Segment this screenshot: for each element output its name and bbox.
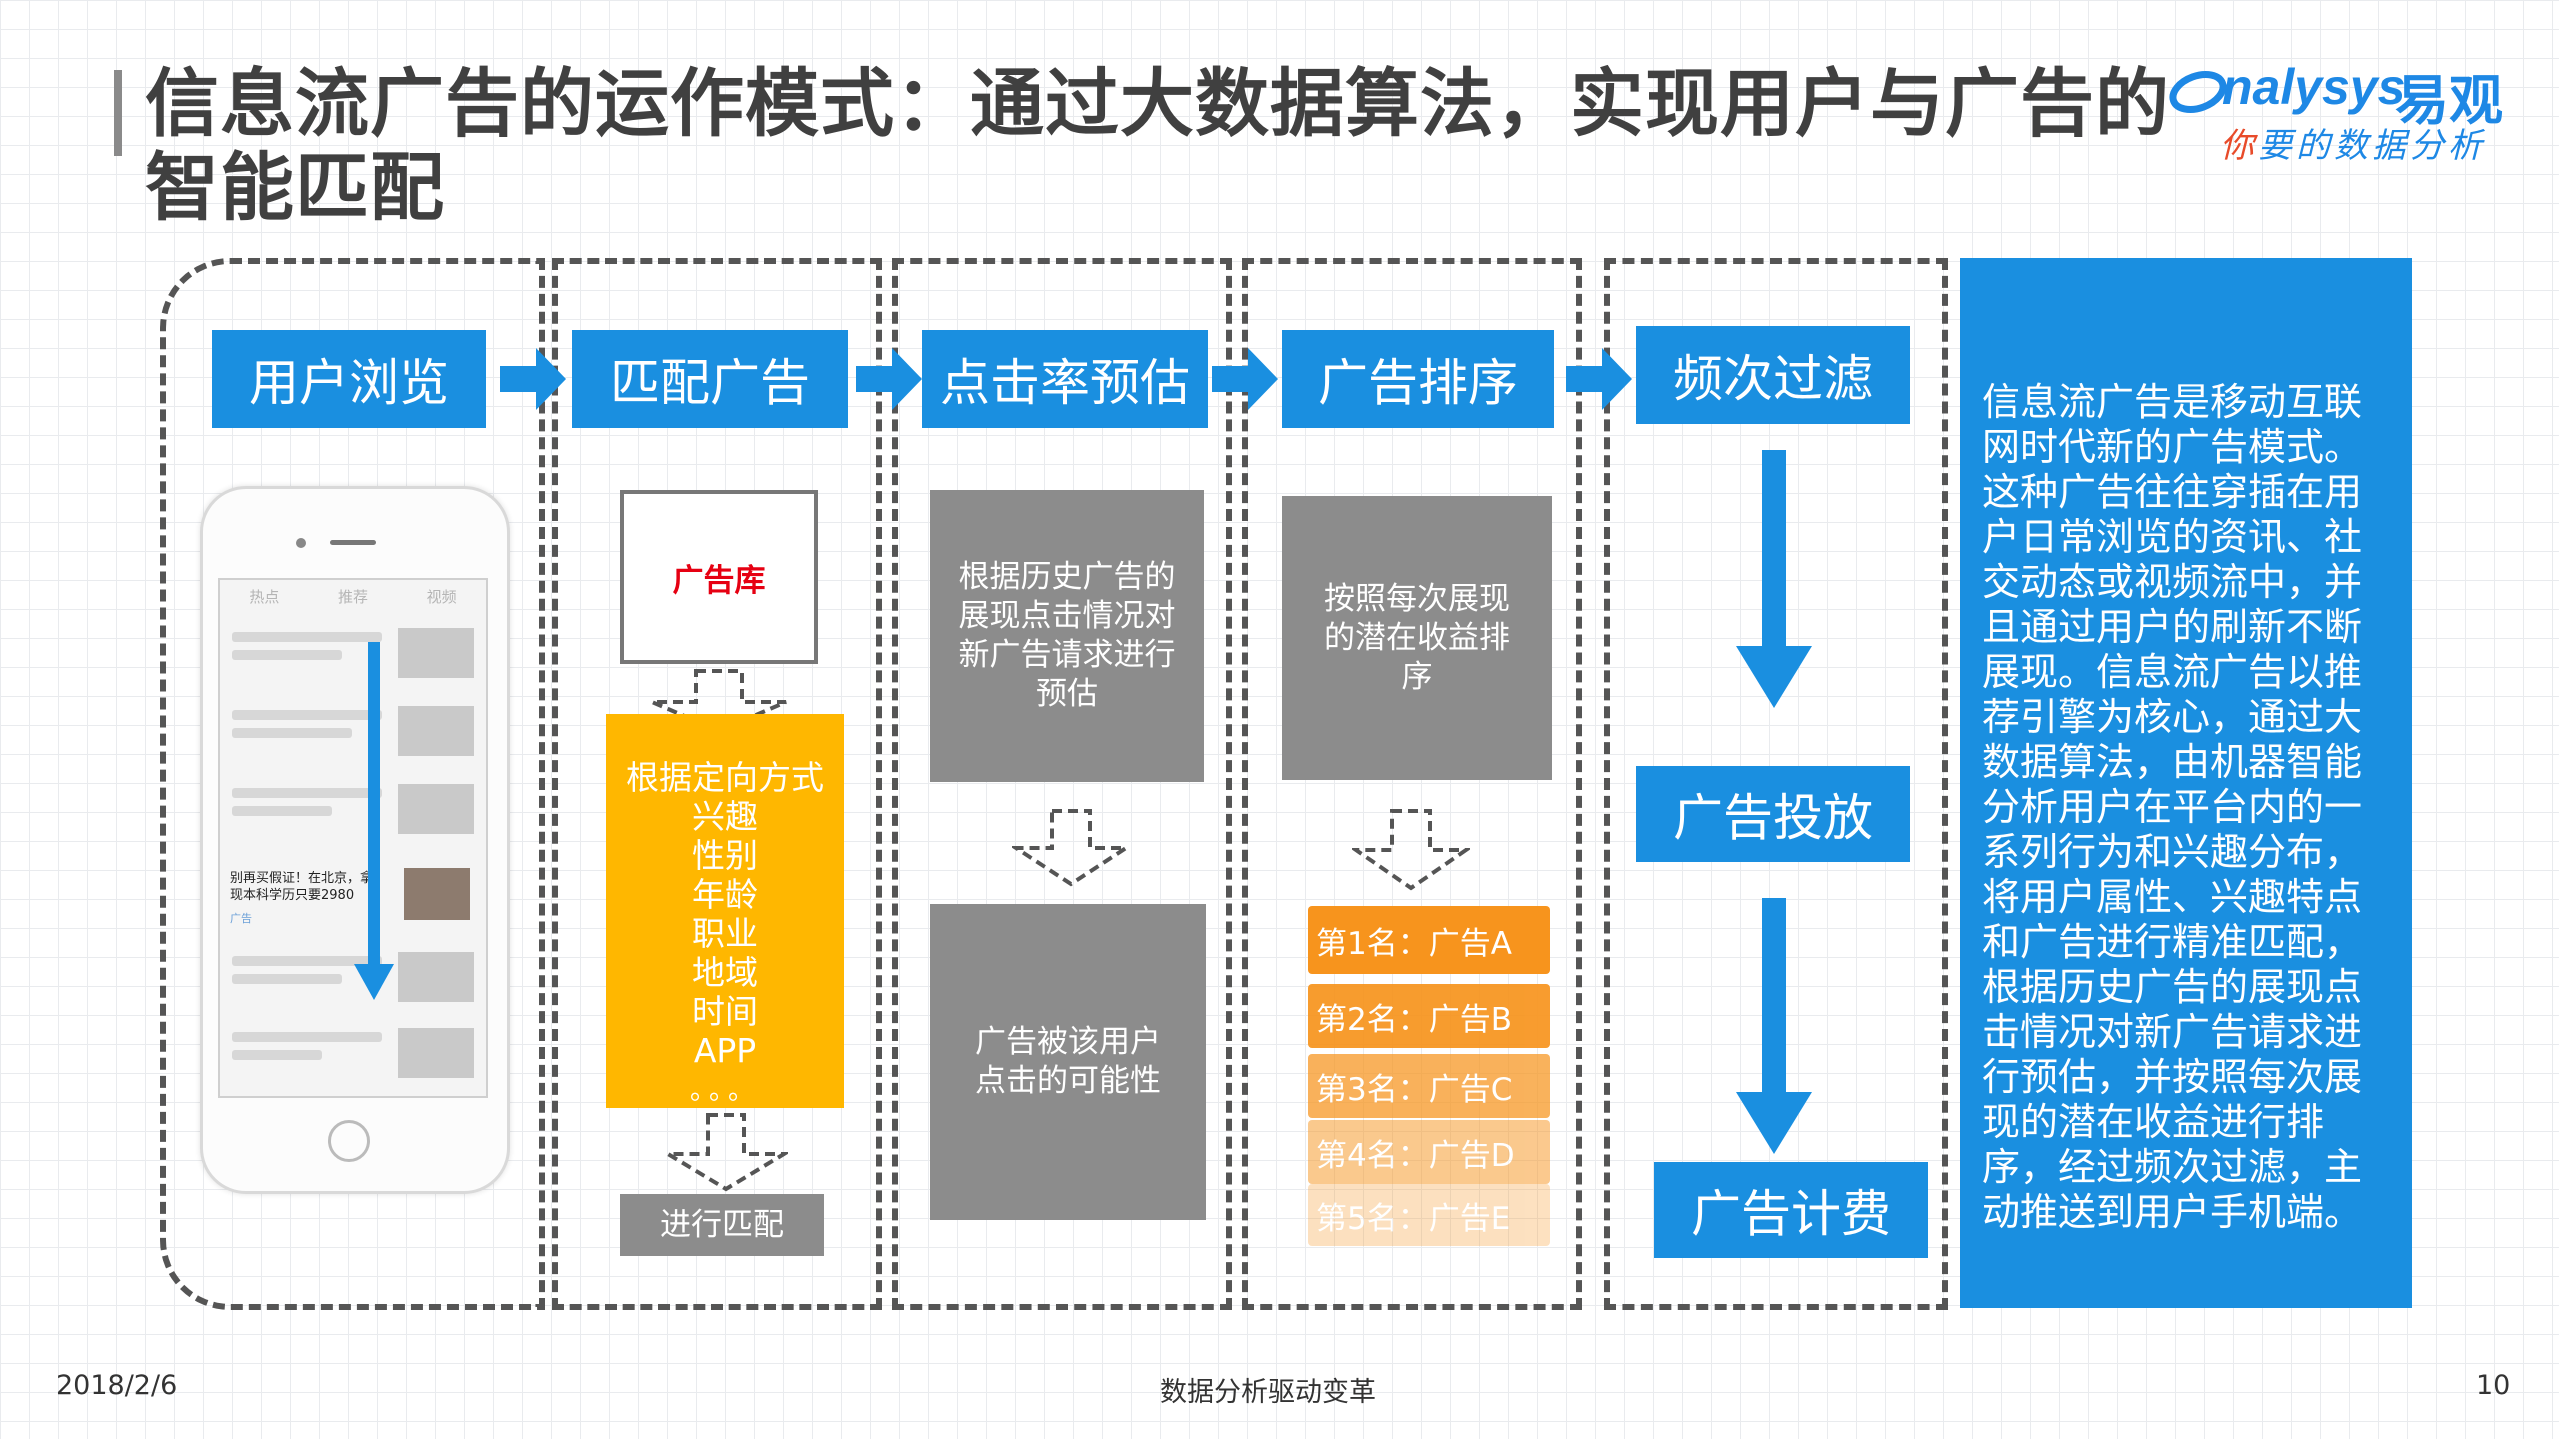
arrow-right-icon xyxy=(500,348,566,410)
ad-billing-box: 广告计费 xyxy=(1654,1162,1928,1258)
ctr-probability-box: 广告被该用户点击的可能性 xyxy=(930,904,1206,1220)
rank-item: 第4名：广告D xyxy=(1308,1120,1550,1184)
logo-a-icon xyxy=(2169,71,2227,113)
rank-item: 第2名：广告B xyxy=(1308,984,1550,1048)
feed-thumbnail xyxy=(398,1028,474,1078)
rank-item: 第5名：广告E xyxy=(1308,1184,1550,1246)
step-ad-ranking: 广告排序 xyxy=(1282,330,1554,428)
phone-screen: 热点 推荐 视频 别再买假证！在北京，拿 现本科学历只要2980 广告 xyxy=(218,578,488,1098)
ad-delivery-box: 广告投放 xyxy=(1636,766,1910,862)
analysys-logo: nalysys 易观 你要的数据分析 xyxy=(2169,52,2540,172)
phone-tab: 视频 xyxy=(426,587,457,606)
ctr-history-box: 根据历史广告的展现点击情况对新广告请求进行预估 xyxy=(930,490,1204,782)
feed-item xyxy=(232,710,382,738)
phone-camera-icon xyxy=(296,538,306,548)
column-ctr-estimate xyxy=(892,258,1232,1310)
feed-ad-item: 别再买假证！在北京，拿 现本科学历只要2980 广告 xyxy=(230,871,374,925)
dashed-down-arrow-icon xyxy=(1352,809,1470,891)
arrow-down-icon xyxy=(1736,898,1812,1154)
phone-tabs: 热点 推荐 视频 xyxy=(220,580,486,612)
feed-thumbnail xyxy=(398,706,474,756)
step-match-ads: 匹配广告 xyxy=(572,330,848,428)
rank-item: 第1名：广告A xyxy=(1308,906,1550,974)
footer-page-number: 10 xyxy=(2476,1370,2511,1401)
page-title: 信息流广告的运作模式：通过大数据算法，实现用户与广告的智能匹配 xyxy=(145,61,2170,231)
ad-image xyxy=(404,868,470,920)
phone-speaker-icon xyxy=(330,540,376,545)
title-accent-bar xyxy=(114,70,122,156)
phone-tab: 推荐 xyxy=(337,587,368,606)
phone-home-button xyxy=(328,1120,370,1162)
step-user-browse: 用户浏览 xyxy=(212,330,486,428)
column-ad-ranking xyxy=(1242,258,1582,1310)
do-match-box: 进行匹配 xyxy=(620,1194,824,1256)
ad-library-box: 广告库 xyxy=(620,490,818,664)
feed-thumbnail xyxy=(398,628,474,678)
dashed-down-arrow-icon xyxy=(1012,809,1130,887)
footer-center: 数据分析驱动变革 xyxy=(1160,1377,1376,1408)
targeting-box: 根据定向方式 兴趣 性别 年龄 职业 地域 时间 APP 。。。 xyxy=(606,714,844,1108)
footer-date: 2018/2/6 xyxy=(56,1370,178,1401)
feed-item xyxy=(232,956,382,984)
column-frequency-filter xyxy=(1604,258,1948,1310)
feed-item xyxy=(232,632,382,660)
column-user-browse xyxy=(160,258,545,1310)
ranking-rule-box: 按照每次展现的潜在收益排序 xyxy=(1282,496,1552,780)
step-frequency-filter: 频次过滤 xyxy=(1636,326,1910,424)
scroll-down-arrow-icon xyxy=(354,642,394,1000)
arrow-right-icon xyxy=(1212,348,1278,410)
logo-tagline: 你要的数据分析 xyxy=(2220,126,2486,166)
feed-thumbnail xyxy=(398,952,474,1002)
arrow-right-icon xyxy=(1566,348,1632,410)
arrow-right-icon xyxy=(856,348,922,410)
feed-item xyxy=(232,1032,382,1060)
phone-tab: 热点 xyxy=(249,587,280,606)
feed-item xyxy=(232,788,382,816)
logo-brand-en: nalysys xyxy=(2222,59,2406,115)
arrow-down-icon xyxy=(1736,450,1812,708)
description-text: 信息流广告是移动互联网时代新的广告模式。这种广告往往穿插在用户日常浏览的资讯、社… xyxy=(1982,380,2363,1234)
column-match-ads xyxy=(552,258,882,1310)
rank-item: 第3名：广告C xyxy=(1308,1054,1550,1118)
dashed-down-arrow-icon xyxy=(664,1113,788,1192)
dashed-down-arrow-icon xyxy=(651,669,787,734)
feed-thumbnail xyxy=(398,784,474,834)
description-panel xyxy=(1960,258,2412,1308)
logo-brand-cn: 易观 xyxy=(2395,69,2503,132)
step-ctr-estimate: 点击率预估 xyxy=(922,330,1208,428)
